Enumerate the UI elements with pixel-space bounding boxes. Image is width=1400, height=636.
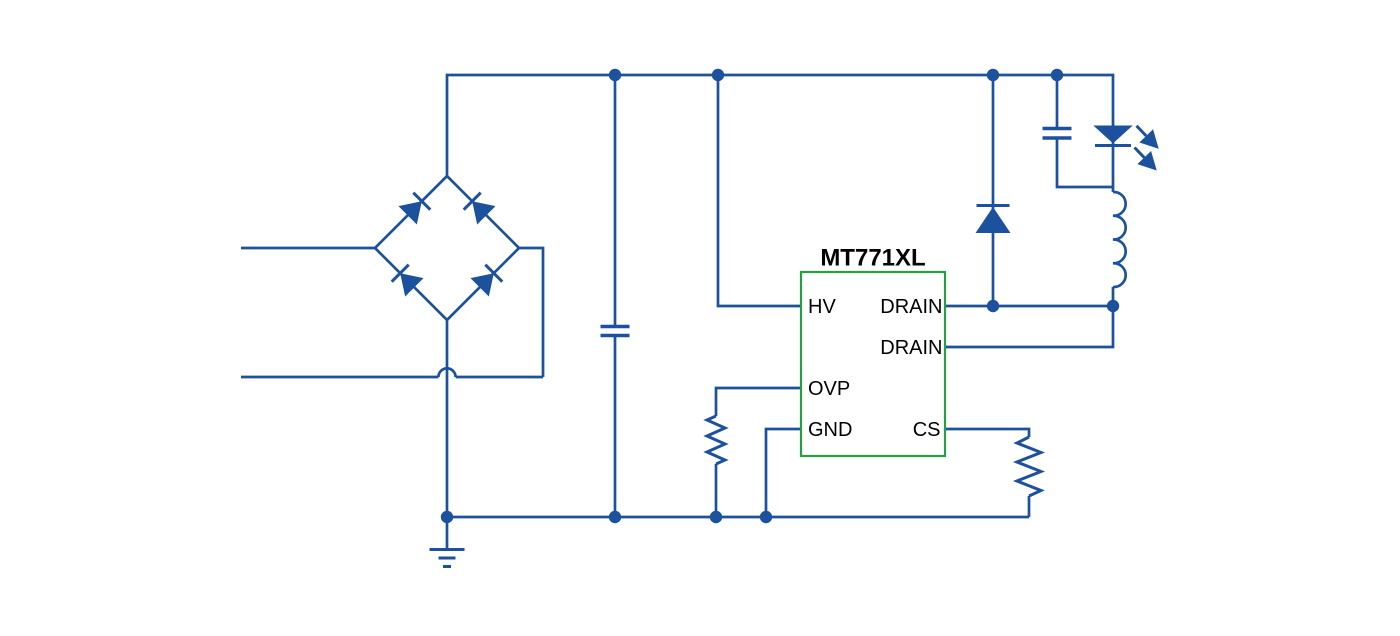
svg-text:DRAIN: DRAIN — [880, 337, 942, 359]
svg-text:OVP: OVP — [808, 378, 850, 400]
svg-text:MT771XL: MT771XL — [820, 245, 925, 272]
svg-text:GND: GND — [808, 419, 852, 441]
svg-text:HV: HV — [808, 296, 836, 318]
svg-text:DRAIN: DRAIN — [880, 296, 942, 318]
svg-text:CS: CS — [913, 419, 941, 441]
